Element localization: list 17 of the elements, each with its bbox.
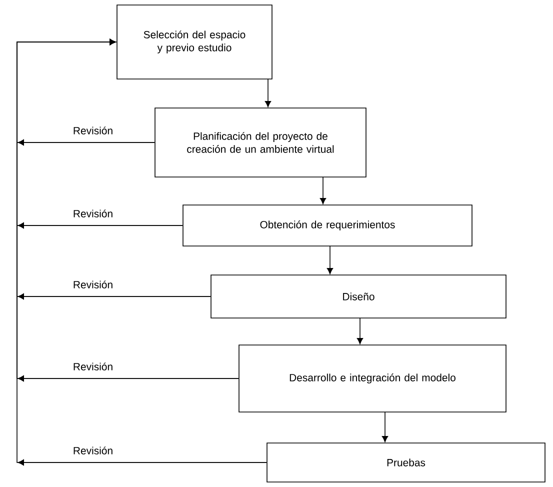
- process-box: Desarrollo e integración del modelo: [238, 344, 506, 412]
- process-box: Pruebas: [266, 442, 546, 482]
- arrow: [326, 246, 334, 274]
- edge-label: Revisión: [72, 362, 114, 372]
- edge-label: Revisión: [72, 446, 114, 456]
- arrow: [320, 176, 326, 204]
- arrow: [264, 78, 272, 108]
- arrow: [382, 412, 388, 442]
- edge-label: Revisión: [72, 280, 114, 290]
- process-box: Diseño: [210, 274, 506, 318]
- edge-label: Revisión: [72, 126, 114, 136]
- arrow: [356, 318, 364, 344]
- process-box: Planificación del proyecto de creación de un ambiente virtual: [154, 108, 366, 178]
- process-box: Obtención de requerimientos: [182, 204, 472, 246]
- process-box: Selección del espacio y previo estudio: [116, 4, 272, 80]
- arrow: [16, 38, 267, 466]
- edge-label: Revisión: [72, 208, 114, 218]
